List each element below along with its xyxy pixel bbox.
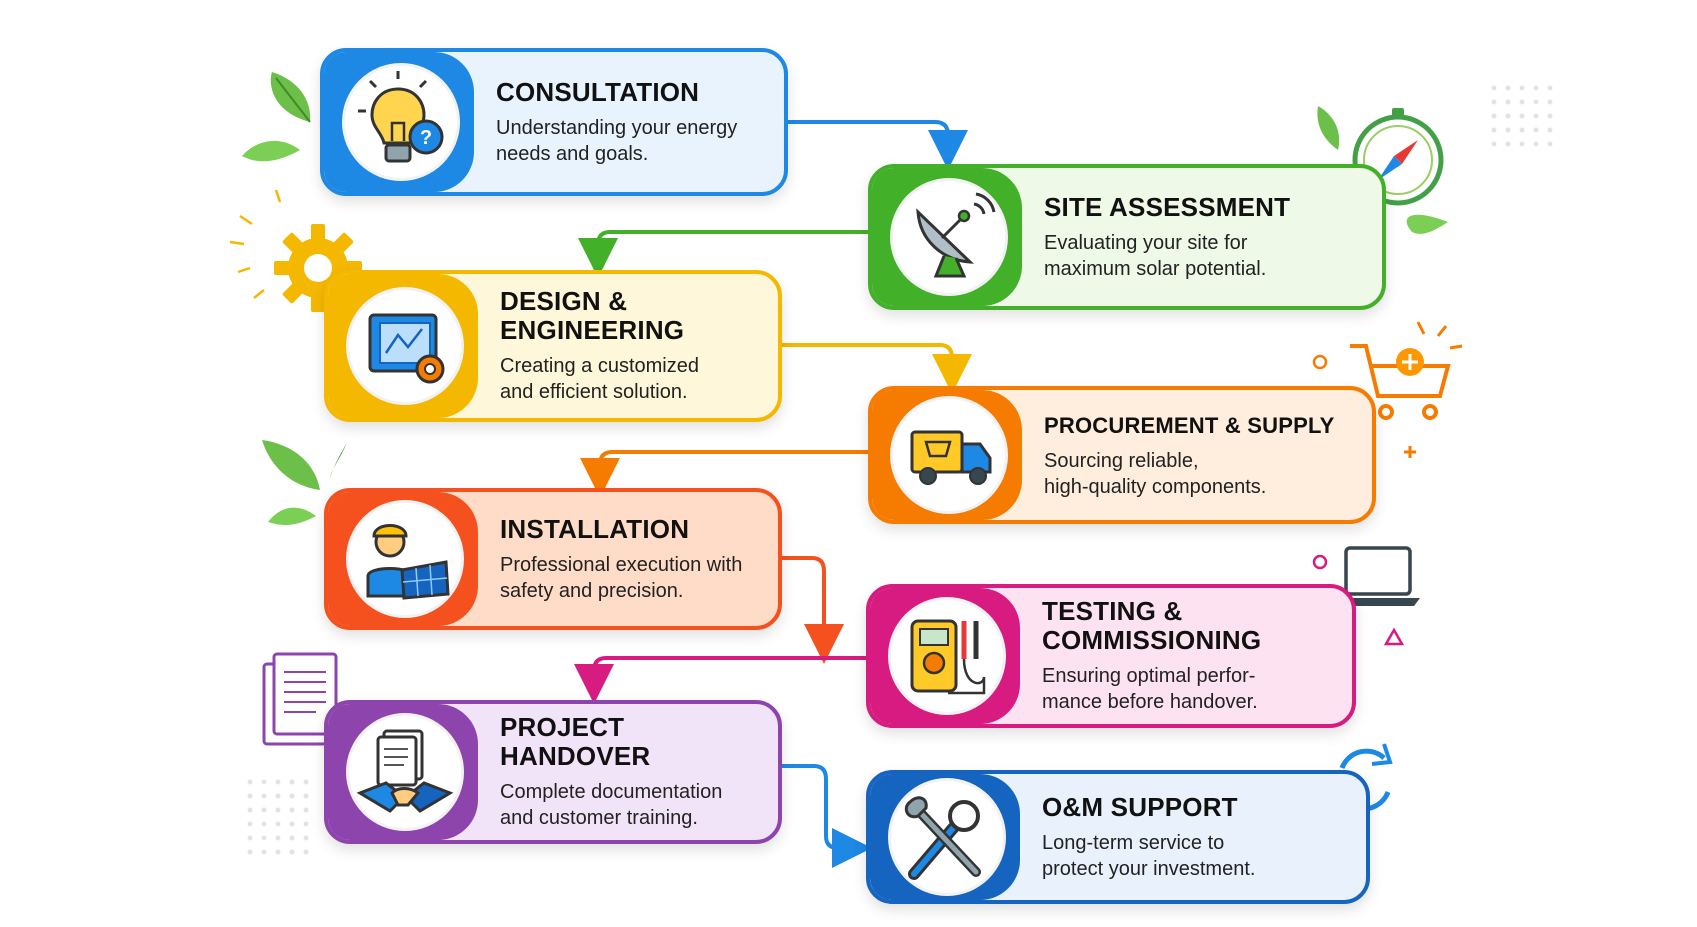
step-card-design-engineering: DESIGN & ENGINEERING Creating a customiz… (324, 270, 782, 422)
handshake-documents-icon (356, 729, 454, 813)
step-description: Evaluating your site for maximum solar p… (1044, 231, 1267, 280)
step-description: Complete documentation and customer trai… (500, 781, 723, 829)
delivery-truck-icon (910, 430, 992, 485)
step-title: INSTALLATION (500, 513, 690, 544)
worker-solar-panel-icon (366, 524, 450, 600)
step-card-om-support: O&M SUPPORT Long-term service to protect… (866, 770, 1370, 904)
step-description: Professional execution with safety and p… (500, 553, 743, 602)
connector-arrow (788, 120, 968, 170)
multimeter-icon (910, 619, 986, 695)
lightbulb-question-icon: ? (358, 71, 444, 163)
step-card-procurement-supply: PROCUREMENT & SUPPLY Sourcing reliable, … (868, 386, 1376, 524)
connector-arrow (578, 230, 868, 278)
connector-arrow (574, 656, 866, 704)
step-title: PROJECT HANDOVER (500, 712, 651, 771)
step-card-project-handover: PROJECT HANDOVER Complete documentation … (324, 700, 782, 844)
step-card-testing-commissioning: TESTING & COMMISSIONING Ensuring optimal… (866, 584, 1356, 728)
connector-arrow (782, 764, 872, 868)
step-title: O&M SUPPORT (1042, 791, 1238, 822)
svg-text:?: ? (420, 127, 432, 149)
step-card-site-assessment: SITE ASSESSMENT Evaluating your site for… (868, 164, 1386, 310)
connector-arrow (782, 556, 844, 664)
leaf-icon (262, 440, 348, 525)
connector-arrow (782, 343, 972, 394)
dot-grid (247, 85, 1553, 855)
step-title: SITE ASSESSMENT (1044, 191, 1291, 222)
blueprint-gear-icon (368, 313, 445, 384)
gear-icon (229, 189, 362, 312)
step-description: Ensuring optimal perfor- mance before ha… (1042, 665, 1258, 713)
step-description: Understanding your energy needs and goal… (496, 116, 738, 165)
step-description: Sourcing reliable, high-quality componen… (1044, 449, 1267, 498)
leaf-icon (1317, 106, 1448, 234)
step-description: Long-term service to protect your invest… (1042, 831, 1256, 880)
step-card-installation: INSTALLATION Professional execution with… (324, 488, 782, 630)
connector-arrow (580, 450, 868, 498)
step-title: TESTING & COMMISSIONING (1042, 596, 1262, 655)
shopping-cart-icon (1312, 321, 1463, 458)
step-description: Creating a customized and efficient solu… (500, 355, 699, 403)
step-card-consultation: ? CONSULTATION Understanding your energy… (320, 48, 788, 196)
step-title: PROCUREMENT & SUPPLY (1044, 412, 1335, 438)
step-title: CONSULTATION (496, 76, 700, 107)
satellite-dish-icon (916, 192, 996, 278)
documents-icon (262, 652, 338, 746)
wrench-magnifier-icon (904, 796, 981, 880)
step-title: DESIGN & ENGINEERING (500, 286, 685, 345)
leaf-icon (242, 72, 311, 162)
laptop-icon (1312, 546, 1420, 646)
